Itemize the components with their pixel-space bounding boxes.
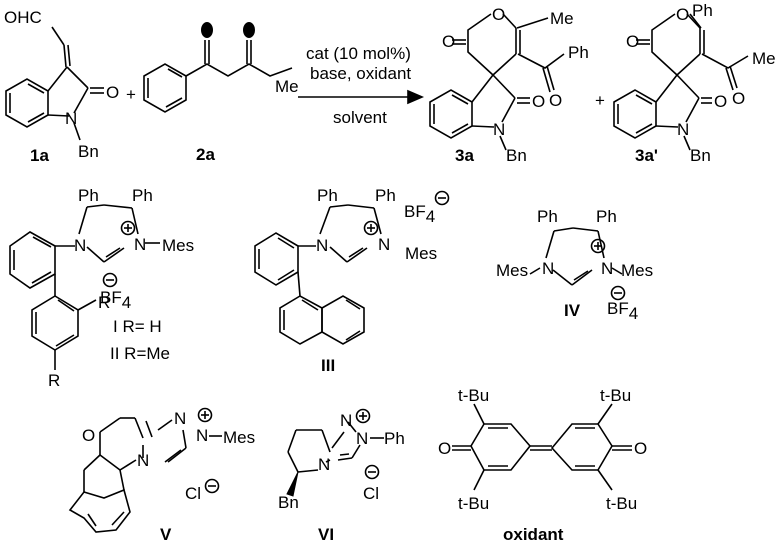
label-IV: IV <box>564 301 581 320</box>
3a-methyl: Me <box>550 9 574 28</box>
catalyst-III: Ph Ph N N Mes BF4 III <box>254 186 450 375</box>
3a-prime-oxygen-carbonyl: O <box>626 32 639 51</box>
V-nitrogen-1: N <box>174 409 186 428</box>
3a-prime-nitrogen: N <box>677 120 689 139</box>
VI-nitrogen-1: N <box>340 411 352 430</box>
2a-methyl: Me <box>275 77 299 96</box>
3a-prime-oxygen-ketone: O <box>732 89 745 108</box>
I-r-group-1: R <box>98 293 110 312</box>
IV-nitrogen-1: N <box>542 259 554 278</box>
III-mesityl: Mes <box>405 244 437 263</box>
oxidant-tbu-1: t-Bu <box>458 386 489 405</box>
IV-nitrogen-2: N <box>601 259 613 278</box>
oxidant-oxygen-1: O <box>438 439 451 458</box>
IV-bf4: BF4 <box>607 299 638 323</box>
3a-oxygen-lactam: O <box>532 92 545 111</box>
I-nitrogen-2: N <box>134 235 146 254</box>
label-3a: 3a <box>455 146 474 165</box>
catalyst-VI: N N N Ph Bn Cl VI <box>278 408 405 544</box>
3a-prime-oxygen-ring: O <box>676 5 689 24</box>
oxidant-oxygen-2: O <box>634 439 647 458</box>
1a-oxygen: O <box>106 83 119 102</box>
label-III: III <box>321 356 335 375</box>
label-II: II R=Me <box>110 344 170 363</box>
IV-phenyl-2: Ph <box>596 207 617 226</box>
VI-benzyl: Bn <box>278 493 299 512</box>
plus-sign-1: + <box>126 85 136 104</box>
V-chloride: Cl <box>185 484 201 503</box>
3a-nitrogen: N <box>493 120 505 139</box>
oxidant-tbu-3: t-Bu <box>458 494 489 513</box>
1a-benzyl: Bn <box>78 142 99 161</box>
IV-mesityl-1: Mes <box>496 261 528 280</box>
compound-3a-prime: O O Ph Me O O N Bn 3a' <box>613 1 776 165</box>
compound-2a: Me 2a <box>143 22 299 164</box>
3a-oxygen-ketone: O <box>549 91 562 110</box>
label-3a-prime: 3a' <box>635 146 658 165</box>
VI-chloride: Cl <box>363 484 379 503</box>
3a-oxygen-carbonyl: O <box>442 32 455 51</box>
3a-prime-methyl: Me <box>752 49 776 68</box>
label-I: I R= H <box>113 317 162 336</box>
plus-sign-2: + <box>595 91 605 110</box>
condition-base-oxidant: base, oxidant <box>310 64 411 83</box>
VI-nitrogen-2: N <box>356 429 368 448</box>
catalyst-V: O N N N Mes Cl V <box>68 407 255 544</box>
compound-1a: OHC O N Bn 1a <box>4 8 119 165</box>
I-nitrogen-1: N <box>74 236 86 255</box>
condition-solvent: solvent <box>333 108 387 127</box>
3a-prime-phenyl: Ph <box>692 1 713 20</box>
I-phenyl-2: Ph <box>132 186 153 205</box>
label-oxidant: oxidant <box>503 525 564 544</box>
condition-catalyst: cat (10 mol%) <box>306 44 411 63</box>
3a-oxygen-ring: O <box>492 5 505 24</box>
VI-nitrogen-3: N <box>318 455 330 474</box>
oxidant-tbu-2: t-Bu <box>600 386 631 405</box>
label-2a: 2a <box>196 145 215 164</box>
V-mesityl: Mes <box>223 428 255 447</box>
V-nitrogen-2: N <box>196 426 208 445</box>
III-bf4: BF4 <box>404 202 435 226</box>
I-mesityl: Mes <box>162 236 194 255</box>
III-phenyl-2: Ph <box>375 186 396 205</box>
I-phenyl-1: Ph <box>78 186 99 205</box>
compound-3a: O O Me Ph O O N Bn 3a <box>429 5 589 165</box>
reaction-arrow: cat (10 mol%) base, oxidant solvent <box>298 44 425 127</box>
I-r-group-2: R <box>48 371 60 390</box>
V-oxygen: O <box>82 426 95 445</box>
I-bf4: BF4 <box>100 288 131 312</box>
IV-mesityl-2: Mes <box>621 261 653 280</box>
1a-nitrogen: N <box>65 109 77 128</box>
III-nitrogen-1: N <box>316 236 328 255</box>
oxidant: t-Bu t-Bu t-Bu t-Bu O O oxidant <box>438 386 647 544</box>
label-1a: 1a <box>30 146 49 165</box>
VI-phenyl: Ph <box>384 429 405 448</box>
1a-cho: OHC <box>4 8 42 27</box>
3a-benzyl: Bn <box>506 146 527 165</box>
III-phenyl-1: Ph <box>317 186 338 205</box>
V-nitrogen-3: N <box>137 451 149 470</box>
III-nitrogen-2: N <box>378 235 390 254</box>
3a-prime-benzyl: Bn <box>690 146 711 165</box>
catalyst-IV: Ph Ph N N Mes Mes BF4 IV <box>496 207 653 323</box>
3a-phenyl: Ph <box>568 43 589 62</box>
oxidant-tbu-4: t-Bu <box>606 494 637 513</box>
3a-prime-oxygen-lactam: O <box>714 92 727 111</box>
label-V: V <box>160 525 172 544</box>
label-VI: VI <box>318 525 334 544</box>
catalyst-I-II: Ph Ph N N Mes BF4 R R I R= H II R=Me <box>9 186 194 390</box>
IV-phenyl-1: Ph <box>537 207 558 226</box>
